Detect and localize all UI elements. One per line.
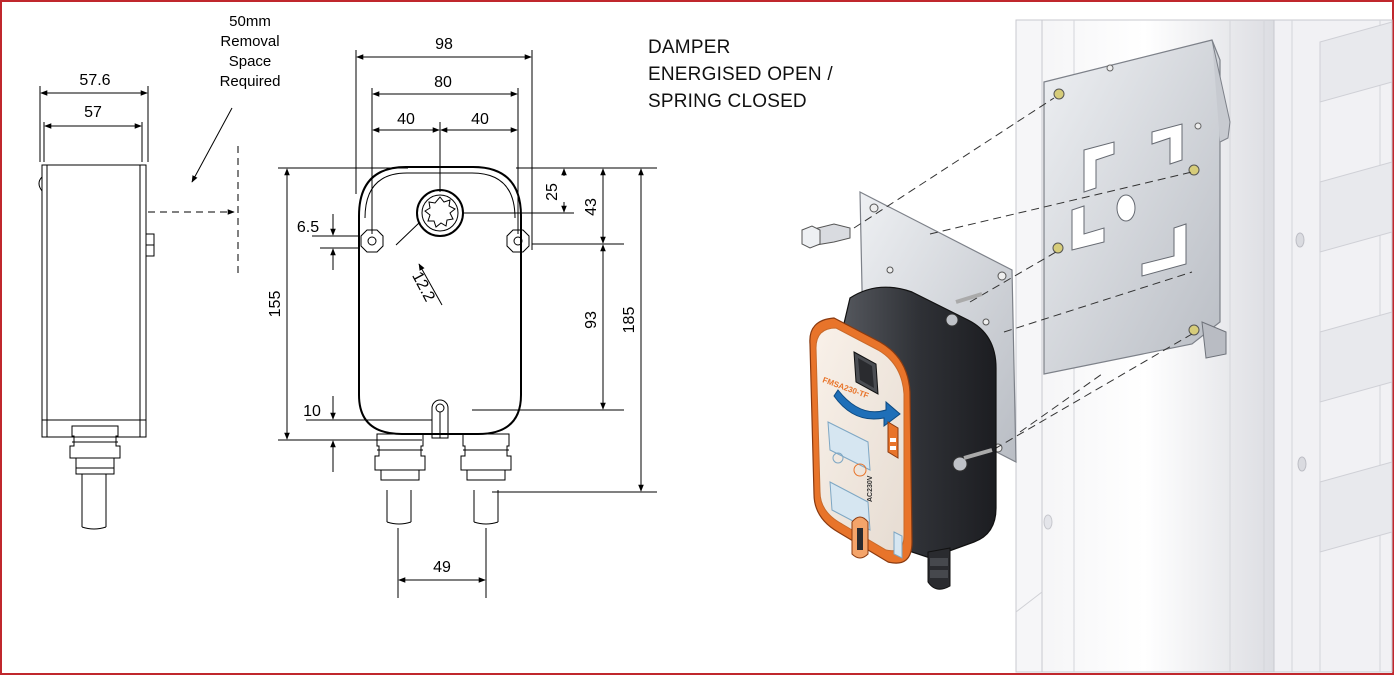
mounting-bracket (1043, 39, 1231, 375)
dim-width-80: 80 (434, 74, 452, 91)
dim-height-185: 185 (621, 307, 638, 334)
side-cable-gland (69, 425, 121, 530)
front-cable-glands (374, 433, 512, 525)
actuator-voltage-label: AC230V (867, 475, 874, 502)
side-body (38, 164, 155, 438)
removal-note-line-3: Space (229, 53, 272, 70)
mounting-illustration: FMSA230-TF AC230V (801, 19, 1393, 673)
dim-side-57-6: 57.6 (79, 72, 110, 89)
removal-note-line-4: Required (220, 73, 281, 90)
title-line-2: ENERGISED OPEN / (648, 64, 833, 85)
dim-lug-6-5: 6.5 (297, 219, 319, 236)
removal-note-line-1: 50mm (229, 13, 271, 30)
dim-slot-10: 10 (303, 403, 321, 420)
mounting-bolt (801, 223, 851, 249)
removal-note-line-2: Removal (220, 33, 279, 50)
damper-title: DAMPER ENERGISED OPEN / SPRING CLOSED (648, 37, 833, 112)
actuator-unit: FMSA230-TF AC230V (809, 286, 997, 590)
side-view: 57.6 57 50mm Removal Space Required (38, 13, 280, 530)
mounting-lug-left (360, 229, 384, 253)
front-dimensions: 98 80 40 40 6.5 12.2 155 (267, 36, 657, 598)
dim-height-155: 155 (267, 291, 284, 318)
side-dimensions: 57.6 57 (39, 72, 149, 162)
dim-lug-93: 93 (583, 311, 600, 329)
dim-side-57: 57 (84, 104, 102, 121)
assembly-guide-lines (853, 97, 1193, 463)
front-body (358, 166, 530, 439)
removal-space-callout: 50mm Removal Space Required (148, 13, 280, 274)
dim-shaft-12-2: 12.2 (408, 269, 438, 305)
title-line-1: DAMPER (648, 37, 731, 58)
dim-lug-43: 43 (583, 198, 600, 216)
title-line-3: SPRING CLOSED (648, 91, 807, 112)
mounting-lug-right (506, 229, 530, 253)
dim-width-40-left: 40 (397, 111, 415, 128)
dim-shaft-25: 25 (544, 183, 561, 201)
dim-width-40-right: 40 (471, 111, 489, 128)
dim-width-98: 98 (435, 36, 453, 53)
dim-gland-49: 49 (433, 559, 451, 576)
front-view: 98 80 40 40 6.5 12.2 155 (267, 36, 657, 598)
